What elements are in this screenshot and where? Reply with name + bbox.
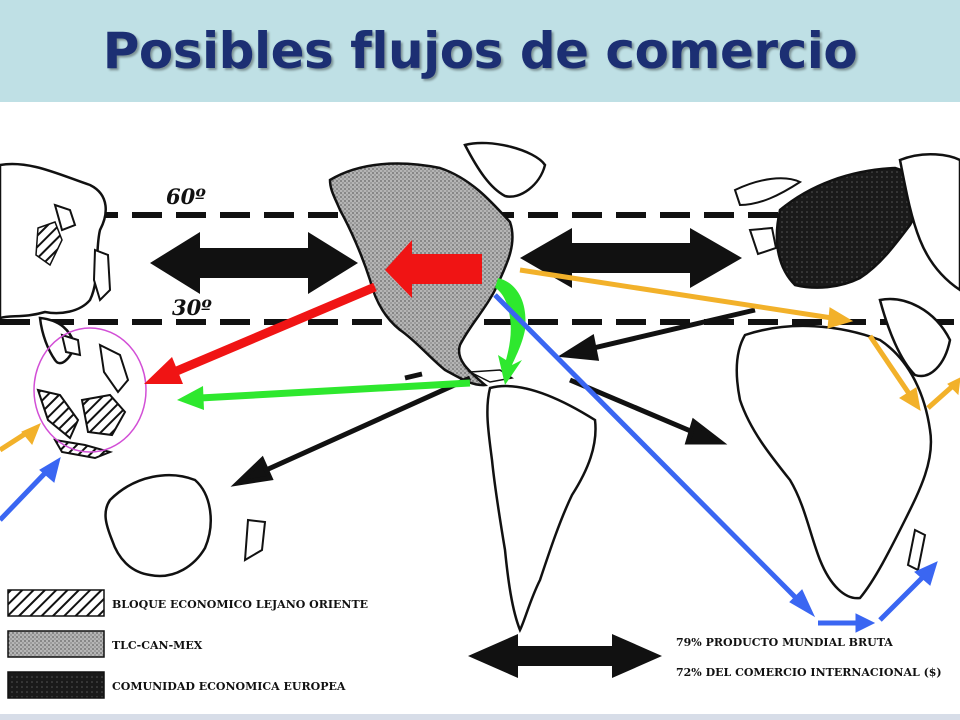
page-title: Posibles flujos de comercio — [102, 22, 858, 80]
legend-swatch-nafta — [7, 630, 105, 658]
east-asia-landmass — [0, 162, 107, 365]
southeast-asia-highlight-circle — [33, 327, 147, 453]
latitude-60-label: 60º — [166, 184, 206, 209]
greenland — [463, 141, 547, 198]
red-arrows — [144, 240, 482, 384]
latitude-30-label: 30º — [172, 295, 212, 320]
scandinavia-north — [733, 177, 803, 207]
arrow-asia-america — [150, 232, 358, 294]
arrow-america-europe — [520, 228, 742, 288]
middle-east — [878, 297, 952, 378]
japan-hatched — [35, 221, 63, 267]
southeast-asia-islands — [36, 333, 130, 460]
legend-swatch-far-east — [7, 589, 105, 617]
red-block-arrow — [385, 240, 482, 298]
legend-label-far-east: BLOQUE ECONOMICO LEJANO ORIENTE — [112, 598, 369, 611]
legend-swatches — [7, 589, 105, 699]
legend-label-eec: COMUNIDAD ECONOMICA EUROPEA — [112, 680, 346, 693]
black-thin-arrows — [230, 307, 756, 487]
south-america — [486, 384, 597, 634]
orange-arrows — [0, 267, 960, 453]
legend-swatch-eec — [7, 671, 105, 699]
world-map — [0, 141, 960, 699]
british-isles — [748, 226, 778, 256]
new-zealand — [243, 518, 267, 562]
title-bar — [0, 0, 960, 102]
stat-gdp: 79% PRODUCTO MUNDIAL BRUTA — [676, 636, 893, 649]
madagascar — [906, 528, 927, 572]
europe — [775, 166, 920, 289]
arrow-legend-double — [468, 634, 662, 678]
caribbean-islands — [467, 369, 514, 383]
africa — [735, 324, 933, 600]
green-curved-arrow — [495, 278, 526, 385]
australia — [104, 473, 212, 578]
asia-right-edge — [898, 153, 960, 292]
green-arrows — [177, 278, 526, 410]
legend-label-nafta: TLC-CAN-MEX — [112, 639, 203, 652]
stat-trade: 72% DEL COMERCIO INTERNACIONAL ($) — [676, 666, 942, 679]
blue-arrows — [0, 293, 938, 633]
east-asia-islands — [53, 203, 112, 302]
bottom-rule — [0, 714, 960, 720]
black-double-arrows — [150, 228, 742, 678]
